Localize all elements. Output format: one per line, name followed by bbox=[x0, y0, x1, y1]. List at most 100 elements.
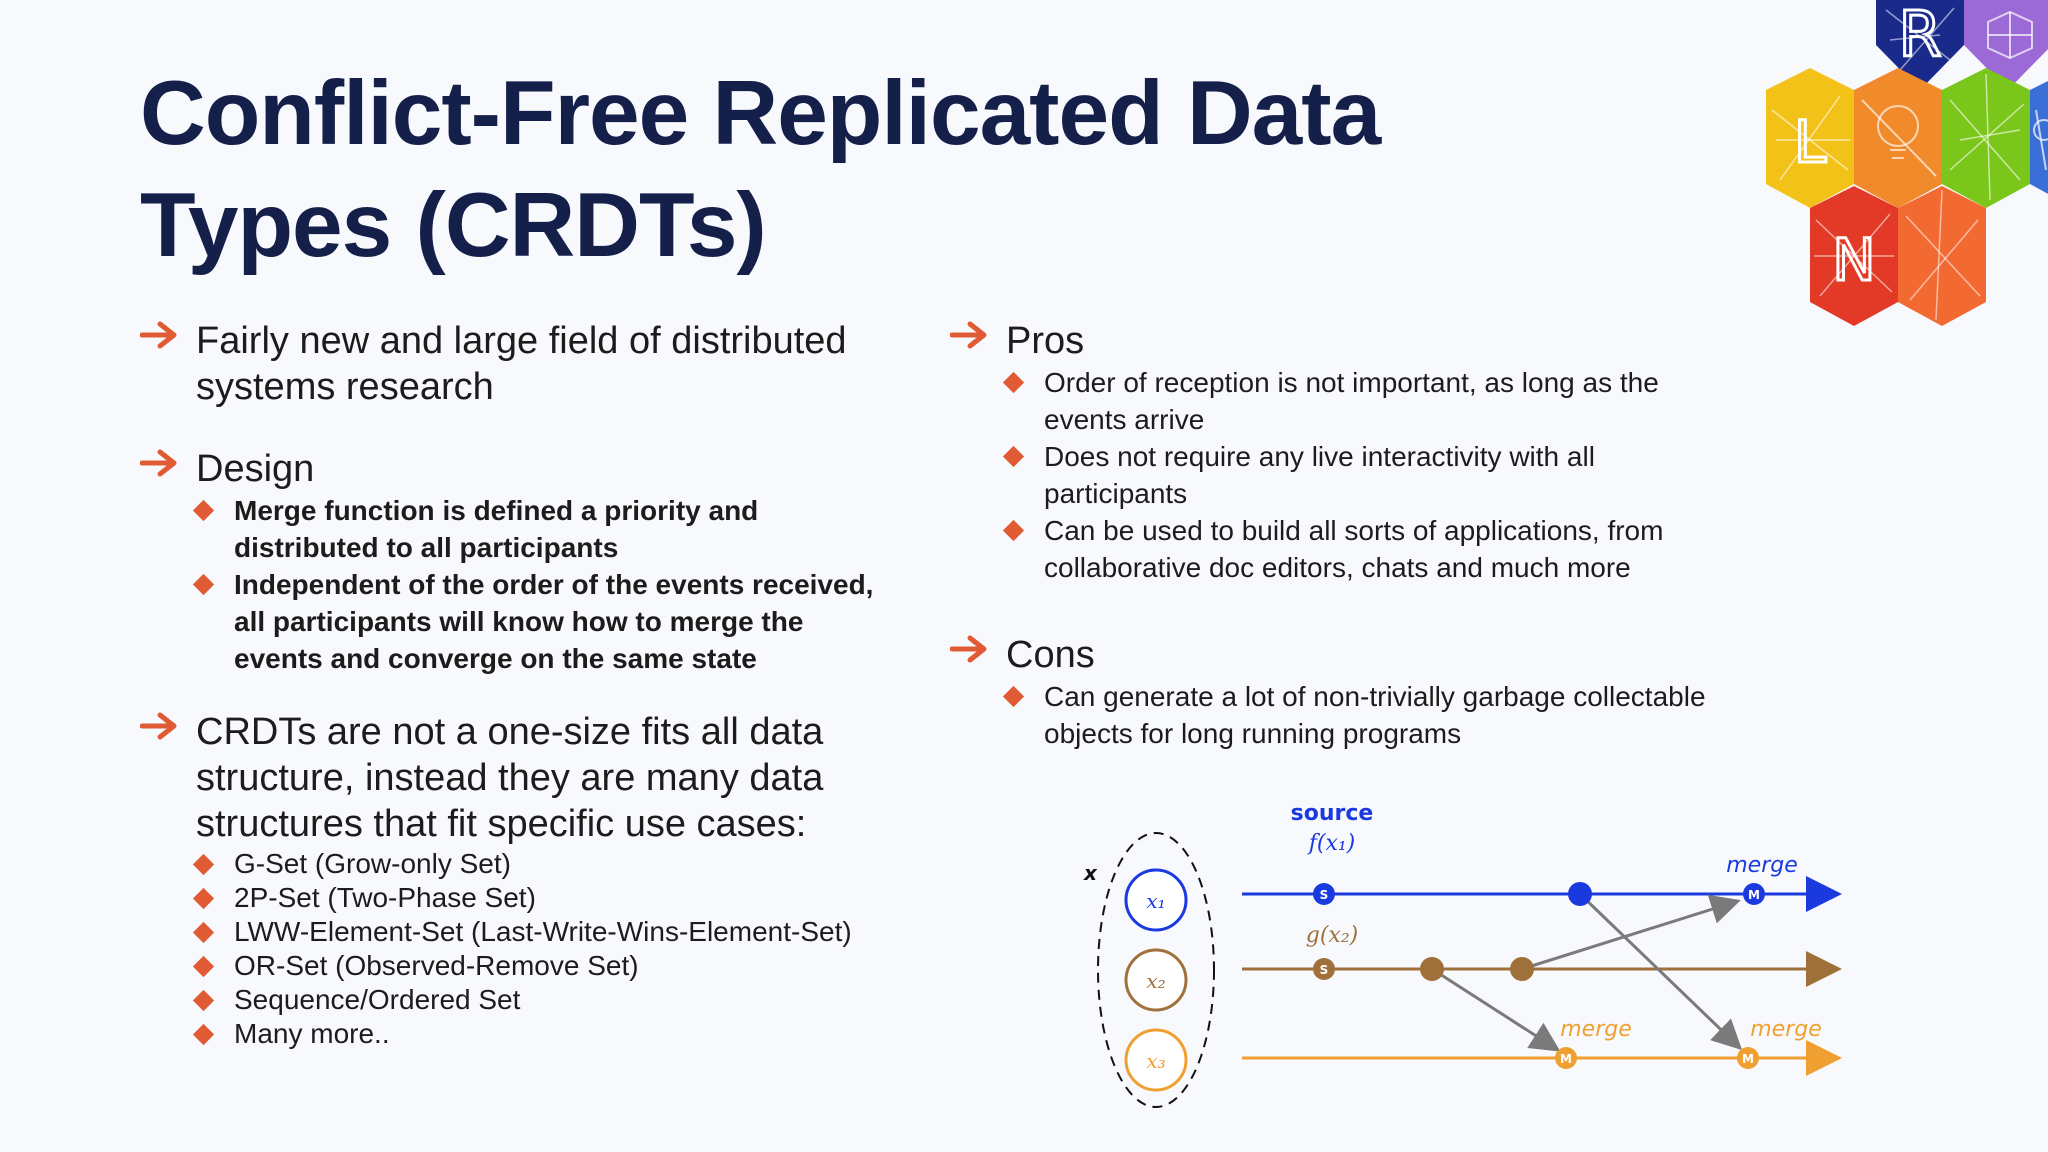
event-node bbox=[1510, 957, 1534, 981]
bullet-field-overview: Fairly new and large field of distribute… bbox=[140, 318, 930, 410]
left-column: Fairly new and large field of distribute… bbox=[140, 318, 930, 1051]
merge-label: merge bbox=[1726, 853, 1798, 878]
hex-blue bbox=[2030, 81, 2048, 194]
hex-red: N bbox=[1810, 186, 1898, 326]
crdt-merge-diagram: x x₁ x₂ x₃ source f(x₁) g(x₂) merge merg… bbox=[1083, 801, 1842, 1108]
slide-title: Conflict-Free Replicated Data Types (CRD… bbox=[140, 58, 1420, 282]
gx2-label: g(x₂) bbox=[1306, 923, 1358, 948]
bullet-line: structures that fit specific use cases: bbox=[196, 803, 807, 845]
item-line: collaborative doc editors, chats and muc… bbox=[1044, 552, 1631, 583]
node-x1-label: x₁ bbox=[1146, 889, 1165, 913]
merge-label: merge bbox=[1750, 1017, 1822, 1042]
source-event-node bbox=[1313, 883, 1335, 905]
list-item: LWW-Element-Set (Last-Write-Wins-Element… bbox=[178, 915, 930, 949]
diamond-bullet-icon bbox=[1002, 519, 1025, 542]
diamond-bullet-icon bbox=[192, 573, 215, 596]
slide-title-line-1: Conflict-Free Replicated Data bbox=[140, 63, 1381, 164]
diamond-bullet-icon bbox=[192, 921, 215, 944]
list-item: Order of reception is not important, as … bbox=[988, 364, 1740, 438]
item-line: Merge function is defined a priority and bbox=[234, 495, 759, 526]
source-event-mark: S bbox=[1320, 888, 1329, 902]
diamond-bullet-icon bbox=[192, 887, 215, 910]
list-item: Independent of the order of the events r… bbox=[178, 566, 930, 677]
hex-orange bbox=[1854, 68, 1942, 208]
item-line: objects for long running programs bbox=[1044, 718, 1462, 749]
pros-list: Order of reception is not important, as … bbox=[988, 364, 1740, 586]
node-x3 bbox=[1124, 1028, 1188, 1092]
bullet-line: systems research bbox=[196, 366, 494, 408]
node-x3-label: x₃ bbox=[1146, 1049, 1165, 1073]
bullet-line: Fairly new and large field of distribute… bbox=[196, 320, 847, 362]
merge-event-node bbox=[1737, 1047, 1759, 1069]
merge-label: merge bbox=[1560, 1017, 1632, 1042]
diamond-bullet-icon bbox=[192, 499, 215, 522]
arrow-icon bbox=[140, 711, 180, 741]
list-item: Does not require any live interactivity … bbox=[988, 438, 1740, 512]
item-line: Many more.. bbox=[234, 1018, 390, 1049]
bullet-label: Pros bbox=[1006, 320, 1085, 362]
crdt-types-list: G-Set (Grow-only Set) 2P-Set (Two-Phase … bbox=[178, 847, 930, 1051]
source-event-node bbox=[1313, 958, 1335, 980]
rln-hexagon-logo: R L N bbox=[1766, 0, 2048, 326]
item-line: LWW-Element-Set (Last-Write-Wins-Element… bbox=[234, 916, 852, 947]
node-x2-label: x₂ bbox=[1146, 969, 1165, 993]
item-line: Order of reception is not important, as … bbox=[1044, 367, 1659, 398]
hex-purple bbox=[1964, 0, 2048, 90]
item-line: 2P-Set (Two-Phase Set) bbox=[234, 882, 536, 913]
merge-event-mark: M bbox=[1748, 888, 1760, 902]
diamond-bullet-icon bbox=[192, 989, 215, 1012]
right-column: Pros Order of reception is not important… bbox=[950, 318, 1740, 752]
merge-event-node bbox=[1743, 883, 1765, 905]
bullet-label: Cons bbox=[1006, 634, 1095, 676]
arrow-icon bbox=[140, 448, 180, 478]
merge-event-mark: M bbox=[1560, 1052, 1572, 1066]
item-line: Can be used to build all sorts of applic… bbox=[1044, 515, 1664, 546]
bullet-text: Fairly new and large field of distribute… bbox=[196, 318, 930, 410]
diamond-bullet-icon bbox=[192, 955, 215, 978]
fx1-label: f(x₁) bbox=[1307, 831, 1356, 856]
logo-letter-r: R bbox=[1898, 0, 1941, 71]
item-line: Independent of the order of the events r… bbox=[234, 569, 874, 600]
list-item: Many more.. bbox=[178, 1017, 930, 1051]
source-label: source bbox=[1291, 801, 1374, 826]
x-label: x bbox=[1083, 861, 1098, 885]
merge-event-mark: M bbox=[1742, 1052, 1754, 1066]
diamond-bullet-icon bbox=[1002, 371, 1025, 394]
diamond-bullet-icon bbox=[192, 853, 215, 876]
bullet-design: Design Merge function is defined a prior… bbox=[140, 446, 930, 677]
arrow-icon bbox=[140, 320, 180, 350]
item-line: Can generate a lot of non-trivially garb… bbox=[1044, 681, 1706, 712]
logo-letter-l: L bbox=[1794, 108, 1826, 176]
hex-yellow: L bbox=[1766, 68, 1854, 208]
diamond-bullet-icon bbox=[1002, 685, 1025, 708]
bullet-line: structure, instead they are many data bbox=[196, 757, 824, 799]
bullet-cons: Cons Can generate a lot of non-trivially… bbox=[950, 632, 1740, 752]
node-x2 bbox=[1124, 948, 1188, 1012]
diamond-bullet-icon bbox=[1002, 445, 1025, 468]
list-item: 2P-Set (Two-Phase Set) bbox=[178, 881, 930, 915]
list-item: Can generate a lot of non-trivially garb… bbox=[988, 678, 1740, 752]
message-arrow bbox=[1431, 967, 1561, 1052]
message-arrow bbox=[1578, 892, 1743, 1051]
bullet-text: CRDTs are not a one-size fits all data s… bbox=[196, 709, 930, 847]
item-line: OR-Set (Observed-Remove Set) bbox=[234, 950, 639, 981]
merge-event-node bbox=[1555, 1047, 1577, 1069]
list-item: Sequence/Ordered Set bbox=[178, 983, 930, 1017]
arrow-icon bbox=[950, 320, 990, 350]
logo-letter-n: N bbox=[1832, 226, 1875, 294]
item-line: distributed to all participants bbox=[234, 532, 619, 563]
hex-navy: R bbox=[1876, 0, 1964, 90]
bullet-line: CRDTs are not a one-size fits all data bbox=[196, 711, 824, 753]
replica-set-ellipse bbox=[1097, 832, 1215, 1108]
message-arrow bbox=[1521, 894, 1741, 971]
source-event-mark: S bbox=[1320, 963, 1329, 977]
arrow-icon bbox=[950, 634, 990, 664]
item-line: G-Set (Grow-only Set) bbox=[234, 848, 511, 879]
item-line: Does not require any live interactivity … bbox=[1044, 441, 1595, 472]
list-item: G-Set (Grow-only Set) bbox=[178, 847, 930, 881]
list-item: OR-Set (Observed-Remove Set) bbox=[178, 949, 930, 983]
design-sublist: Merge function is defined a priority and… bbox=[178, 492, 930, 677]
event-node bbox=[1568, 882, 1592, 906]
hex-green bbox=[1942, 68, 2030, 208]
hex-coral bbox=[1898, 186, 1986, 326]
